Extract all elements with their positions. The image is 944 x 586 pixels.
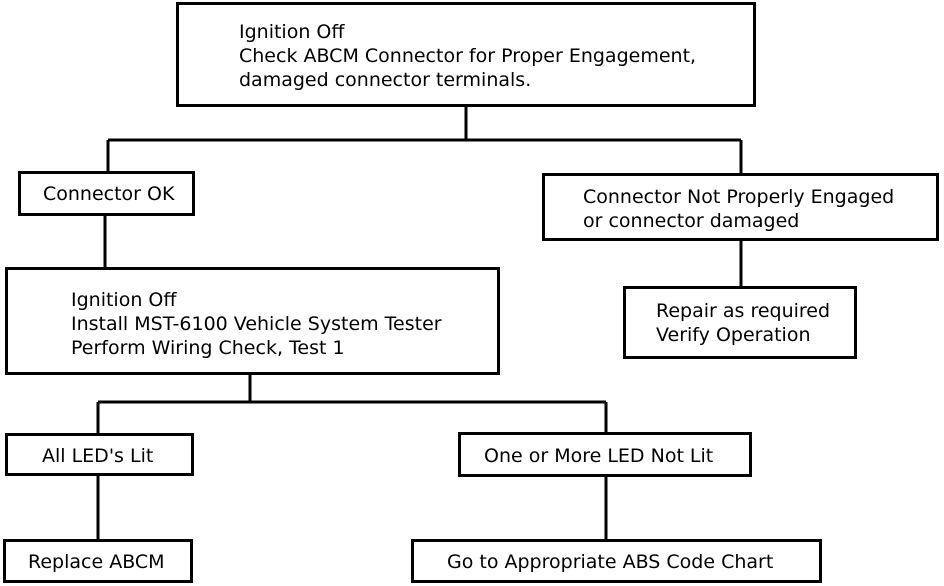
wiring-check-box: Ignition Off Install MST-6100 Vehicle Sy…	[5, 267, 500, 375]
box-text-line: Connector OK	[43, 183, 175, 205]
box-text-line: Connector Not Properly Engaged	[583, 186, 895, 208]
box-text-line: Verify Operation	[656, 324, 811, 346]
box-text-line: Repair as required	[656, 300, 831, 322]
led-not-lit-box: One or More LED Not Lit	[458, 432, 752, 477]
box-text-line: Ignition Off	[239, 21, 345, 43]
box-text-line: Check ABCM Connector for Proper Engageme…	[239, 45, 697, 67]
box-text-line: Perform Wiring Check, Test 1	[71, 337, 345, 359]
repair-verify-box: Repair as required Verify Operation	[623, 286, 857, 359]
box-text-line: damaged connector terminals.	[239, 69, 532, 91]
replace-abcm-box: Replace ABCM	[3, 539, 193, 583]
box-text-line: Replace ABCM	[28, 551, 165, 573]
connector-not-engaged-box: Connector Not Properly Engaged or connec…	[542, 173, 939, 241]
box-text-line: Install MST-6100 Vehicle System Tester	[71, 313, 442, 335]
box-text-line: Go to Appropriate ABS Code Chart	[447, 551, 774, 573]
box-text-line: All LED's Lit	[42, 445, 154, 467]
ignition-off-check-connector-box: Ignition Off Check ABCM Connector for Pr…	[176, 2, 756, 107]
box-text-line: One or More LED Not Lit	[484, 445, 714, 467]
box-text-line: or connector damaged	[583, 210, 800, 232]
abs-code-chart-box: Go to Appropriate ABS Code Chart	[411, 539, 822, 583]
all-leds-lit-box: All LED's Lit	[5, 433, 194, 476]
connector-ok-box: Connector OK	[18, 171, 195, 216]
box-text-line: Ignition Off	[71, 289, 177, 311]
